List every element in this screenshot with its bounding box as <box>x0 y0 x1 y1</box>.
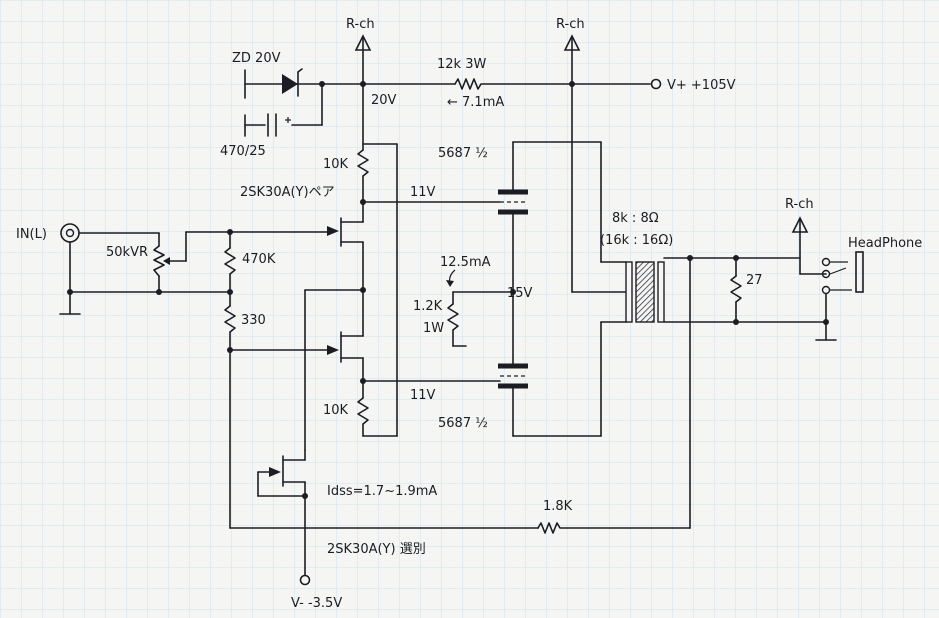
capacitor-icon <box>267 113 291 137</box>
resistor-470k-label: 470K <box>242 252 276 267</box>
column-left <box>357 83 501 437</box>
node-20v-label: 20V <box>371 93 397 108</box>
headphone-label: HeadPhone <box>848 236 922 251</box>
rch-arrow-icon <box>563 34 581 85</box>
fet-pair-label: 2SK30A(Y)ペア <box>240 185 335 200</box>
transformer-wiring <box>571 83 627 437</box>
current-71ma-label: ← 7.1mA <box>447 95 504 110</box>
tube-lower-icon <box>498 291 602 437</box>
v-minus-terminal <box>299 574 311 586</box>
idss-label: Idss=1.7~1.9mA <box>327 484 437 499</box>
tube-upper-icon <box>498 141 602 293</box>
voltage-11v-label: 11V <box>410 185 436 200</box>
potentiometer-icon <box>153 245 170 277</box>
resistor-330-icon <box>224 305 236 529</box>
v-plus-terminal <box>650 78 662 90</box>
resistor-12k-label: 12k 3W <box>437 57 486 72</box>
jfet-upper-icon <box>327 217 364 291</box>
resistor-10k-label: 10K <box>323 157 349 172</box>
resistor-27-label: 27 <box>746 273 763 288</box>
resistor-1-2k-icon <box>447 291 467 347</box>
pot-label: 50kVR <box>106 245 148 260</box>
resistor-27-icon <box>730 257 742 323</box>
transformer-icon <box>625 261 665 323</box>
v-plus-label: V+ +105V <box>667 78 736 93</box>
zener-diode-icon <box>282 68 303 97</box>
input-wiring <box>59 229 334 315</box>
rail-20v <box>244 69 456 137</box>
resistor-1w-label: 1W <box>423 321 444 336</box>
output-wiring <box>663 255 837 341</box>
resistor-18k-label: 1.8K <box>543 499 573 514</box>
transformer-label: 8k : 8Ω <box>612 211 659 226</box>
resistor-1-2k-label: 1.2K <box>413 299 443 314</box>
resistor-10k-label: 10K <box>323 403 349 418</box>
voltage-15v-label: 15V <box>507 286 533 301</box>
headphone-jack-icon <box>791 216 864 323</box>
zener-label: ZD 20V <box>232 51 281 66</box>
fet-select-label: 2SK30A(Y) 選別 <box>327 542 426 557</box>
rch-arrow-icon <box>354 34 372 85</box>
current-arrow-icon <box>446 269 456 287</box>
capacitor-label: 470/25 <box>220 144 266 159</box>
tube-lower-label: 5687 ½ <box>438 416 488 431</box>
resistor-10k-bottom-icon <box>357 397 369 437</box>
tube-upper-label: 5687 ½ <box>438 146 488 161</box>
voltage-11v-label: 11V <box>410 388 436 403</box>
rch-label: R-ch <box>785 197 814 212</box>
feedback-wiring <box>229 257 691 534</box>
current-125ma-label: 12.5mA <box>440 255 491 270</box>
rch-label: R-ch <box>346 17 375 32</box>
rch-label: R-ch <box>556 17 585 32</box>
transformer-alt-label: (16k : 16Ω) <box>600 233 673 248</box>
resistor-12k-icon <box>454 78 651 90</box>
input-label: IN(L) <box>16 227 47 242</box>
resistor-330-label: 330 <box>241 313 266 328</box>
v-minus-label: V- -3.5V <box>291 596 342 611</box>
